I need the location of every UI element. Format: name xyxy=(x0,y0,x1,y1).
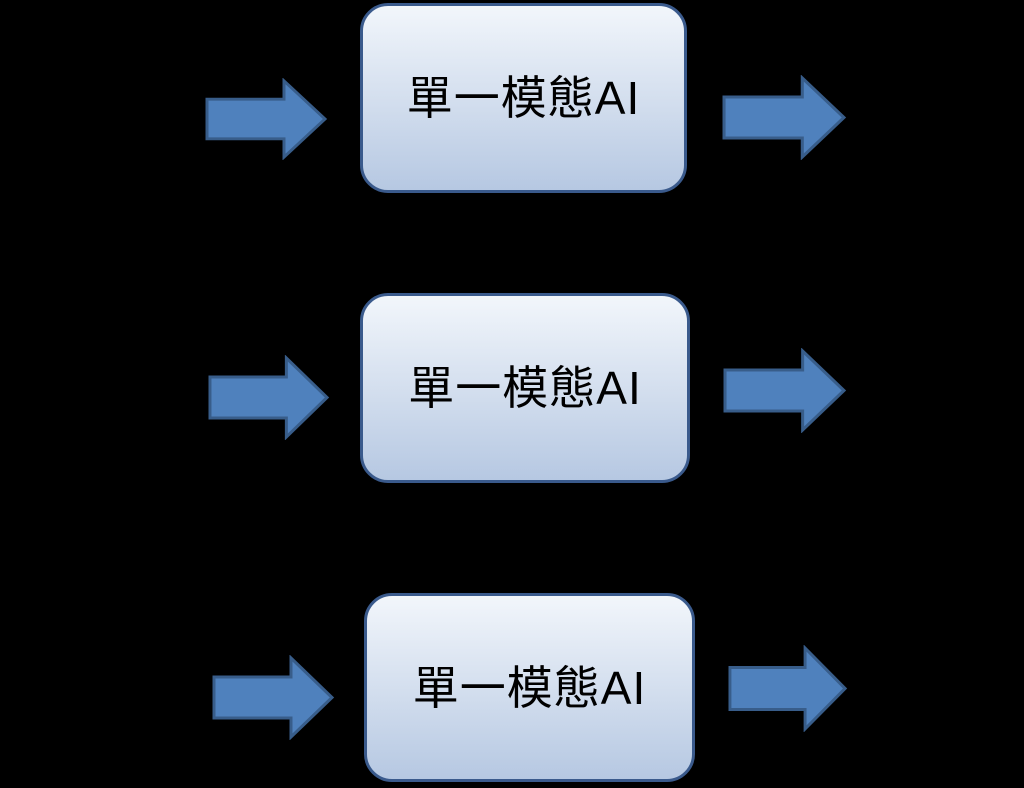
right-arrow-icon xyxy=(722,75,847,160)
right-arrow-icon xyxy=(728,645,848,732)
process-box: 單一模態AI xyxy=(364,593,695,782)
input-arrow-icon xyxy=(208,355,330,440)
input-arrow-icon xyxy=(212,655,335,740)
arrow-shape xyxy=(205,78,328,160)
process-box: 單一模態AI xyxy=(360,3,687,193)
process-box-label: 單一模態AI xyxy=(412,661,647,714)
input-arrow-icon xyxy=(205,78,328,160)
arrow-shape xyxy=(723,348,847,433)
right-arrow-icon xyxy=(208,355,330,440)
output-arrow-icon xyxy=(728,645,848,732)
output-arrow-icon xyxy=(723,348,847,433)
process-box-label: 單一模態AI xyxy=(406,72,641,124)
output-arrow-icon xyxy=(722,75,847,160)
arrow-shape xyxy=(208,355,330,440)
arrow-shape xyxy=(728,645,848,732)
arrow-shape xyxy=(722,75,847,160)
process-box-label: 單一模態AI xyxy=(408,362,642,414)
process-box: 單一模態AI xyxy=(360,293,690,483)
right-arrow-icon xyxy=(723,348,847,433)
arrow-shape xyxy=(212,655,335,740)
right-arrow-icon xyxy=(205,78,328,160)
right-arrow-icon xyxy=(212,655,335,740)
